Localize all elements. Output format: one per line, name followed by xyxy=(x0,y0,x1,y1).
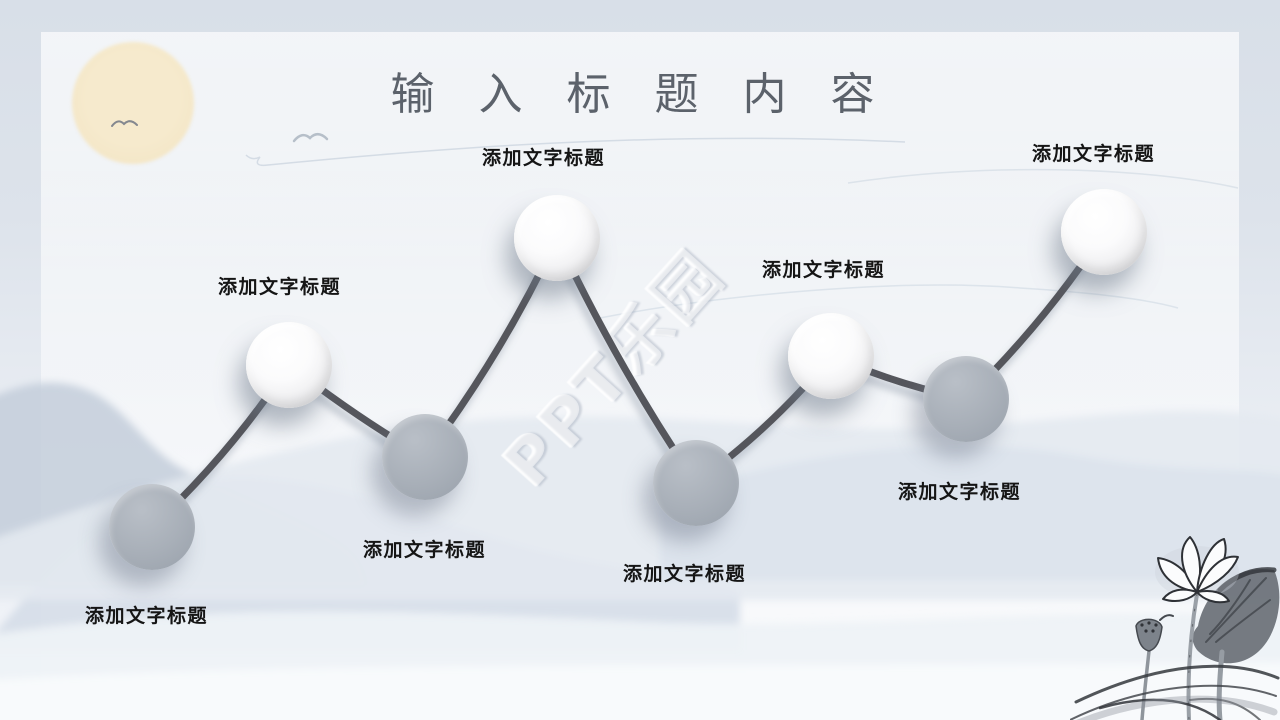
node-circle-8 xyxy=(1061,189,1147,275)
node-circle-1 xyxy=(109,484,195,570)
cloud-swirl xyxy=(245,137,906,167)
node-label-1: 添加文字标题 xyxy=(85,605,209,627)
node-label-3: 添加文字标题 xyxy=(363,539,487,561)
node-label-4: 添加文字标题 xyxy=(482,147,606,169)
node-label-2: 添加文字标题 xyxy=(218,276,342,298)
cloud-swirl xyxy=(599,284,1179,319)
node-circle-4 xyxy=(514,195,600,281)
moon-icon xyxy=(72,42,194,164)
node-circle-5 xyxy=(653,440,739,526)
node-label-6: 添加文字标题 xyxy=(762,259,886,281)
node-circle-2 xyxy=(246,322,332,408)
cloud-swirl xyxy=(847,168,1239,189)
slide-title: 输 入 标 题 内 容 xyxy=(390,69,890,120)
node-label-8: 添加文字标题 xyxy=(1032,143,1156,165)
bird-icon xyxy=(111,120,138,127)
node-label-7: 添加文字标题 xyxy=(898,481,1022,503)
node-circle-7 xyxy=(923,356,1009,442)
node-circle-6 xyxy=(788,313,874,399)
lotus-ink-painting-icon xyxy=(1070,536,1280,720)
node-label-5: 添加文字标题 xyxy=(623,563,747,585)
bird-icon xyxy=(292,133,329,143)
node-circle-3 xyxy=(382,414,468,500)
